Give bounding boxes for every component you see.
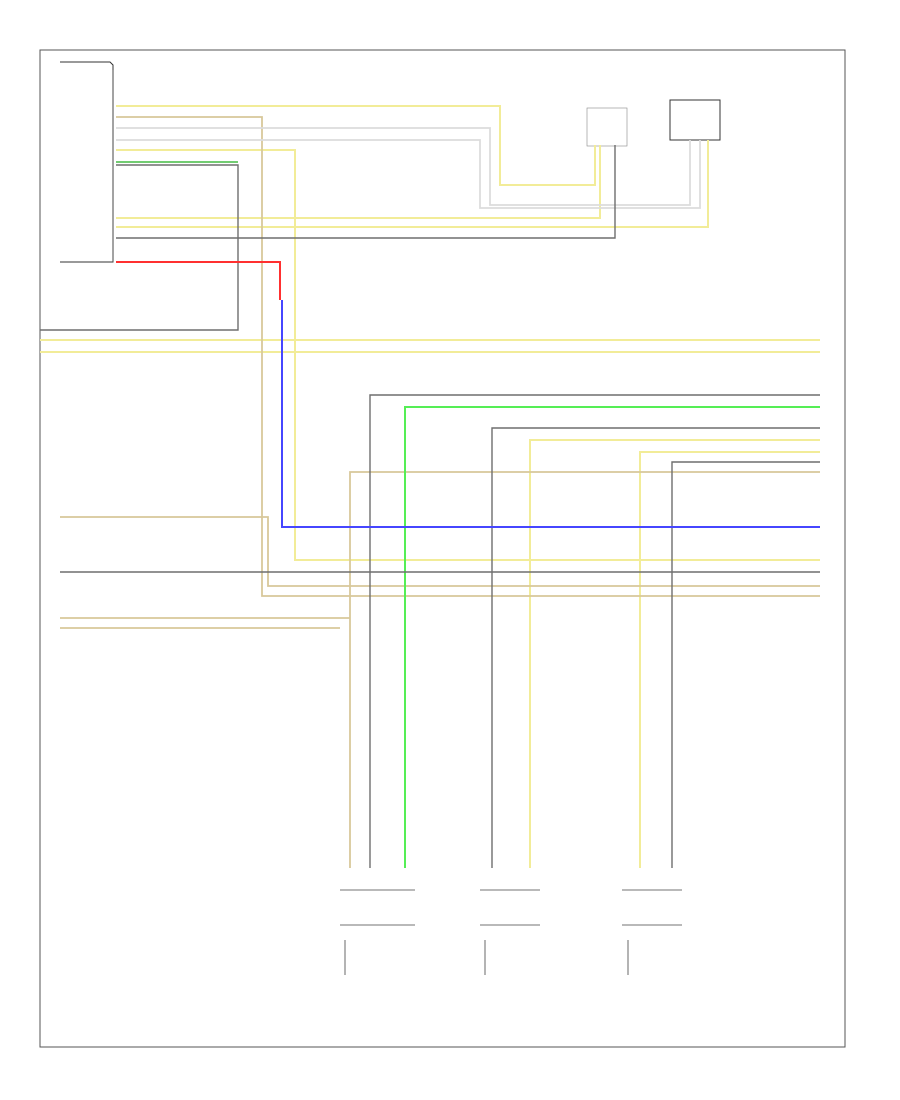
connector-bottom-3 — [622, 889, 682, 975]
sensor-right — [669, 99, 721, 141]
wire-green — [404, 406, 820, 868]
wire-grey — [40, 145, 820, 868]
sensor-left — [586, 107, 628, 147]
wire-tan — [60, 116, 820, 868]
diagram-frame — [39, 49, 846, 1048]
wire-white — [116, 127, 701, 209]
connector-bottom-1 — [340, 889, 415, 975]
wire-yellow — [40, 105, 820, 868]
control-module — [60, 61, 114, 263]
connector-bottom-2 — [480, 889, 540, 975]
wire-red — [116, 261, 281, 300]
wire-blue — [281, 300, 820, 528]
